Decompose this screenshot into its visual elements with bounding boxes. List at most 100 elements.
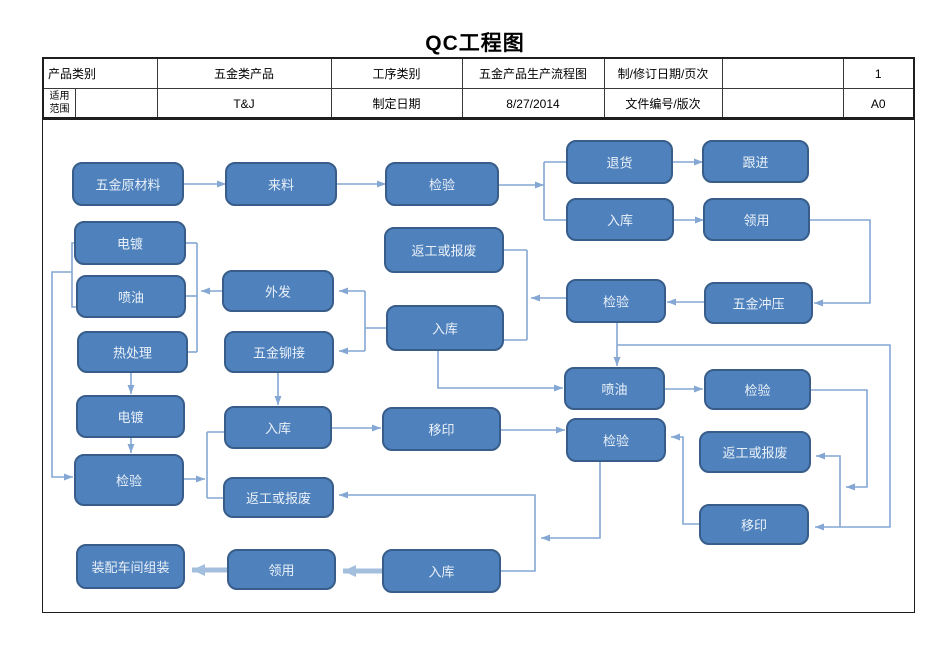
- flow-connector: [437, 350, 563, 389]
- flow-connector: [617, 344, 891, 528]
- arrowhead-icon: [339, 491, 348, 499]
- flow-node-shape: [564, 367, 665, 410]
- cell-doc-number-label: 文件编号/版次: [603, 88, 723, 120]
- flow-node-shape: [76, 395, 185, 438]
- flow-node-shape: [72, 162, 184, 206]
- flow-node-inspection-mid: 检验: [566, 279, 666, 323]
- flow-node-label: 热处理: [113, 346, 152, 361]
- flow-node-shape: [566, 418, 666, 462]
- flow-node-label: 装配车间组装: [91, 560, 169, 575]
- flow-node-riveting: 五金铆接: [224, 331, 334, 373]
- flow-node-requisition-top: 领用: [703, 198, 810, 241]
- flow-node-label: 移印: [741, 518, 767, 533]
- flow-node-warehouse-bottom: 入库: [382, 549, 501, 593]
- flow-node-spray-2: 喷油: [564, 367, 665, 410]
- arrowhead-icon: [127, 444, 135, 453]
- flow-node-label: 移印: [428, 423, 454, 438]
- flow-node-label: 领用: [268, 563, 294, 578]
- flow-node-label: 入库: [265, 421, 291, 436]
- arrowhead-icon: [695, 216, 704, 224]
- flow-connector: [500, 538, 536, 572]
- flow-node-raw-material: 五金原材料: [72, 162, 184, 206]
- flow-node-label: 五金冲压: [732, 297, 784, 312]
- flow-connector: [51, 271, 73, 478]
- arrowhead-icon: [201, 287, 210, 295]
- flow-node-label: 喷油: [601, 382, 627, 397]
- arrowhead-icon: [613, 357, 621, 366]
- flow-node-label: 入库: [607, 213, 633, 228]
- flow-node-label: 检验: [116, 474, 142, 489]
- flow-node-label: 五金铆接: [253, 346, 305, 361]
- arrowhead-icon: [816, 452, 825, 460]
- flow-node-label: 返工或报废: [246, 491, 311, 506]
- flow-node-shape: [699, 504, 809, 545]
- flow-node-shape: [224, 331, 334, 373]
- flow-node-label: 返工或报废: [722, 446, 787, 461]
- flow-node-shape: [225, 162, 337, 206]
- arrowhead-icon: [339, 287, 348, 295]
- flow-node-shape: [76, 544, 185, 589]
- arrowhead-icon: [667, 298, 676, 306]
- arrowhead-icon: [694, 385, 703, 393]
- flow-node-inspection-top: 检验: [385, 162, 499, 206]
- arrowhead-icon: [535, 181, 544, 189]
- flow-node-shape: [74, 221, 186, 265]
- flow-node-shape: [382, 549, 501, 593]
- flow-node-shape: [566, 279, 666, 323]
- flow-connector: [541, 461, 601, 539]
- flow-node-shape: [227, 549, 336, 590]
- flow-connector: [671, 436, 700, 525]
- cell-issue-date-value: 8/27/2014: [461, 88, 605, 120]
- flow-node-follow-up: 跟进: [702, 140, 809, 183]
- flow-node-label: 检验: [744, 383, 770, 398]
- cell-product-category-value: 五金类产品: [156, 57, 332, 89]
- flow-node-shape: [385, 162, 499, 206]
- header-row-1: 产品类别 五金类产品 工序类别 五金产品生产流程图 制/修订日期/页次 1: [42, 57, 915, 89]
- flow-node-printing-mid: 移印: [382, 407, 501, 451]
- flow-node-plating-2: 电镀: [76, 395, 185, 438]
- flow-node-label: 返工或报废: [411, 244, 476, 259]
- arrowhead-icon: [815, 523, 824, 531]
- arrowhead-icon: [556, 426, 565, 434]
- flow-node-inspection-right: 检验: [704, 369, 811, 410]
- cell-page-number: 1: [842, 57, 915, 89]
- flow-node-label: 电镀: [117, 410, 143, 425]
- arrowhead-icon: [541, 534, 550, 542]
- flow-node-assembly: 装配车间组装: [76, 544, 185, 589]
- flow-node-return-goods: 退货: [566, 140, 673, 184]
- flow-node-label: 退货: [606, 156, 632, 171]
- flow-node-shape: [76, 275, 186, 318]
- flow-node-shape: [566, 140, 673, 184]
- flow-node-label: 检验: [603, 434, 629, 449]
- cell-version: A0: [842, 88, 915, 120]
- flow-node-label: 五金原材料: [95, 178, 160, 193]
- flow-node-label: 喷油: [118, 290, 144, 305]
- flow-node-label: 领用: [743, 213, 769, 228]
- flow-node-inspection-bottom: 检验: [566, 418, 666, 462]
- flow-node-label: 来料: [268, 178, 294, 193]
- cell-doc-number-value: [721, 88, 844, 120]
- flow-node-label: 外发: [265, 285, 291, 300]
- flow-node-outsourcing: 外发: [222, 270, 334, 312]
- cell-scope-label: 适用范围: [44, 89, 76, 118]
- flow-node-warehouse-top: 入库: [566, 198, 674, 241]
- flow-node-shape: [699, 431, 811, 473]
- flow-node-shape: [224, 406, 332, 449]
- header-row-2: 适用范围 T&J 制定日期 8/27/2014 文件编号/版次 A0: [42, 88, 915, 120]
- cell-revision-date-label: 制/修订日期/页次: [603, 57, 723, 89]
- flow-node-label: 入库: [428, 565, 454, 580]
- flow-node-rework-right: 返工或报废: [699, 431, 811, 473]
- flow-node-shape: [703, 198, 810, 241]
- flow-node-inspection-left: 检验: [74, 454, 184, 506]
- flow-connector: [339, 494, 536, 538]
- arrowhead-icon: [127, 385, 135, 394]
- flow-node-shape: [74, 454, 184, 506]
- cell-scope: 适用范围: [42, 88, 158, 120]
- flow-node-plating-1: 电镀: [74, 221, 186, 265]
- flow-node-shape: [77, 331, 188, 373]
- arrowhead-icon: [339, 347, 348, 355]
- arrowhead-icon: [192, 564, 205, 576]
- flow-node-shape: [386, 305, 504, 351]
